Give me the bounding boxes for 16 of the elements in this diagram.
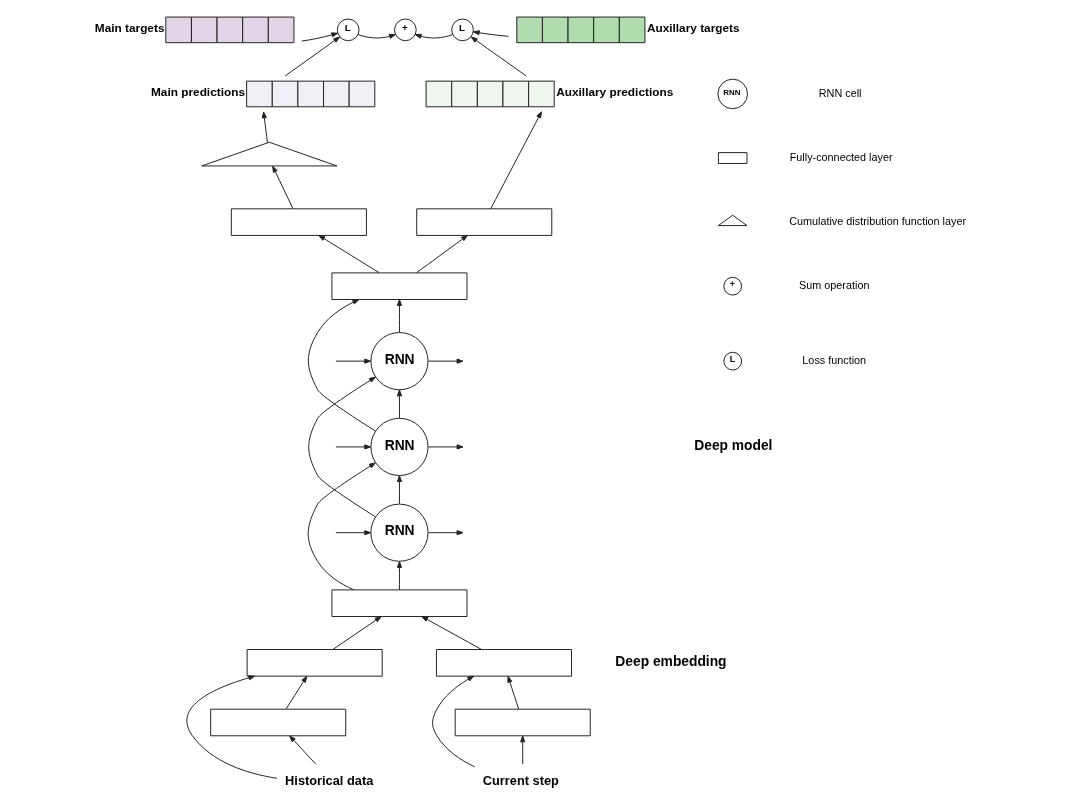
node-label: Auxillary targets bbox=[646, 20, 740, 35]
legend-label: Sum operation bbox=[799, 278, 870, 291]
legend-label: Cumulative distribution function layer bbox=[789, 214, 967, 227]
label: Deep model bbox=[694, 437, 773, 453]
label: Deep embedding bbox=[615, 653, 727, 669]
label: + bbox=[729, 279, 735, 290]
node-text: Historical data bbox=[285, 772, 374, 788]
node-text: Current step bbox=[482, 772, 559, 788]
node-label: Main targets bbox=[94, 20, 165, 35]
label: L bbox=[729, 354, 736, 365]
label: RNN bbox=[723, 87, 741, 97]
legend-label: RNN cell bbox=[818, 86, 862, 99]
node-label: Auxillary predictions bbox=[556, 85, 674, 100]
legend-label: Loss function bbox=[802, 353, 867, 366]
legend-label: Fully-connected layer bbox=[789, 150, 893, 163]
node-label: Main predictions bbox=[151, 85, 245, 100]
